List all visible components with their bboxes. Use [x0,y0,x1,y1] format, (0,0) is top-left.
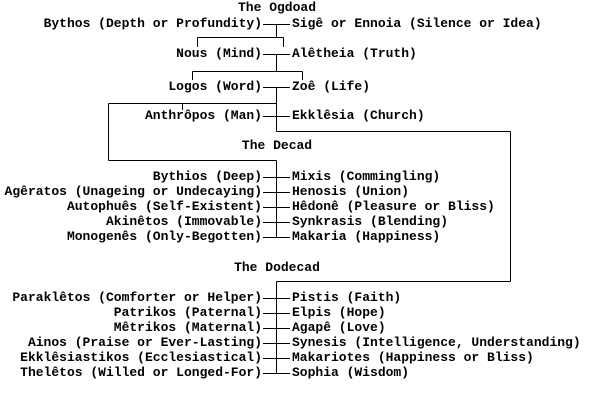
aeon-left-name: Logos (Word) [168,79,262,94]
aeon-pair-row: Monogenês (Only-Begotten) Makaria (Happi… [0,230,600,244]
aeon-pair-row: Agêratos (Unageing or Undecaying) Henosi… [0,185,600,199]
aeon-right-name: Makaria (Happiness) [292,229,441,244]
aeon-right-name: Henosis (Union) [292,184,410,199]
section-title-decad: The Decad [241,138,313,153]
aeon-left-name: Bythios (Deep) [152,169,262,184]
aeon-pair-row: Anthrôpos (Man) Ekklêsia (Church) [0,109,600,123]
aeon-left-name: Mêtrikos (Maternal) [113,320,262,335]
aeon-left-name: Akinêtos (Immovable) [105,214,262,229]
aeon-pair-row: Patrikos (Paternal) Elpis (Hope) [0,306,600,320]
aeon-pair-row: Akinêtos (Immovable) Synkrasis (Blending… [0,215,600,229]
aeon-pair-row: Logos (Word) Zoê (Life) [0,80,600,94]
aeon-left-name: Autophuês (Self-Existent) [66,199,262,214]
aeon-pair-row: Mêtrikos (Maternal) Agapê (Love) [0,321,600,335]
aeon-pair-row: Ainos (Praise or Ever-Lasting) Synesis (… [0,336,600,350]
section-title-dodecad: The Dodecad [234,260,320,275]
aeon-pair-row: Paraklêtos (Comforter or Helper) Pistis … [0,291,600,305]
aeon-pair-row: Bythios (Deep) Mixis (Commingling) [0,170,600,184]
aeon-right-name: Elpis (Hope) [292,305,386,320]
aeon-left-name: Ainos (Praise or Ever-Lasting) [27,335,262,350]
aeon-right-name: Mixis (Commingling) [292,169,441,184]
aeon-right-name: Synkrasis (Blending) [292,214,449,229]
aeon-left-name: Anthrôpos (Man) [144,108,262,123]
aeon-left-name: Bythos (Depth or Profundity) [43,16,262,31]
section-title-ogdoad: The Ogdoad [237,0,316,15]
aeon-pair-row: Bythos (Depth or Profundity) Sigê or Enn… [0,17,600,31]
aeon-right-name: Sigê or Ennoia (Silence or Idea) [292,16,542,31]
aeon-right-name: Sophia (Wisdom) [292,365,410,380]
aeon-right-name: Pistis (Faith) [292,290,402,305]
aeon-pair-row: Autophuês (Self-Existent) Hêdonê (Pleasu… [0,200,600,214]
aeon-right-name: Makariotes (Happiness or Bliss) [292,350,534,365]
aeon-left-name: Monogenês (Only-Begotten) [66,229,262,244]
aeon-right-name: Synesis (Intelligence, Understanding) [292,335,581,350]
aeon-pair-row: Ekklêsiastikos (Ecclesiastical) Makariot… [0,351,600,365]
aeon-right-name: Agapê (Love) [292,320,386,335]
aeon-left-name: Thelêtos (Willed or Longed-For) [20,365,262,380]
aeon-pair-row: Thelêtos (Willed or Longed-For) Sophia (… [0,366,600,380]
aeon-left-name: Ekklêsiastikos (Ecclesiastical) [20,350,262,365]
aeon-right-name: Hêdonê (Pleasure or Bliss) [292,199,495,214]
aeon-left-name: Nous (Mind) [176,46,262,61]
aeon-pair-row: Nous (Mind) Alêtheia (Truth) [0,47,600,61]
aeon-right-name: Zoê (Life) [292,79,371,94]
aeon-left-name: Agêratos (Unageing or Undecaying) [4,184,262,199]
aeon-left-name: Paraklêtos (Comforter or Helper) [12,290,262,305]
aeon-right-name: Alêtheia (Truth) [292,46,417,61]
aeon-left-name: Patrikos (Paternal) [113,305,262,320]
aeon-right-name: Ekklêsia (Church) [292,108,425,123]
